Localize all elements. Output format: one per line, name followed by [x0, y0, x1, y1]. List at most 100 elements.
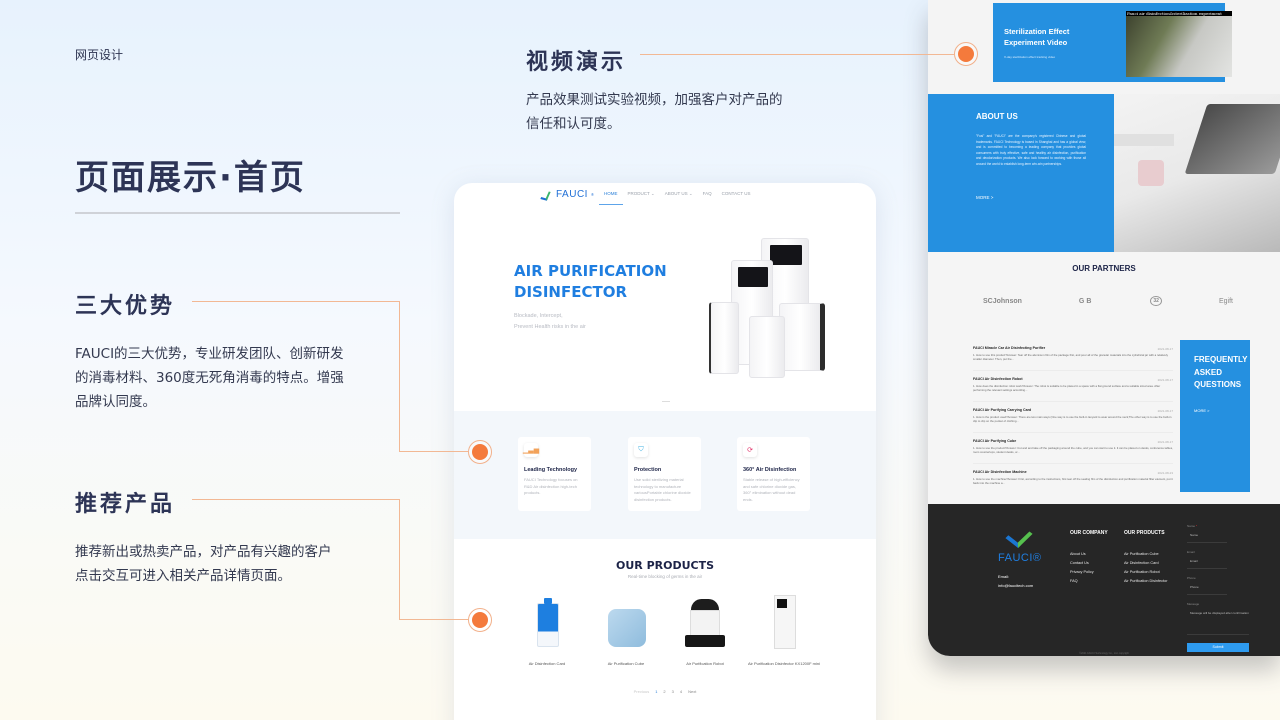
- footer-email: Email: info@faucitech.com: [998, 572, 1033, 590]
- video-title-line: Experiment Video: [1004, 38, 1068, 47]
- message-textarea[interactable]: Message will be displayed after confirma…: [1187, 611, 1249, 635]
- site-logo[interactable]: FAUCI®: [542, 189, 594, 200]
- hero-sub-line: Blockade, Intercept,: [514, 313, 563, 319]
- product-card[interactable]: Air Purification Cube: [586, 595, 666, 667]
- video-section-title: 视频演示: [526, 50, 627, 75]
- refresh-icon: ⟳: [743, 443, 757, 457]
- connector-line: [399, 499, 400, 620]
- partner-logo: GB: [1078, 297, 1094, 305]
- feature-card[interactable]: ⟳ 360° Air Disinfection Stable release o…: [737, 437, 810, 511]
- name-input[interactable]: Name: [1187, 533, 1227, 543]
- hero-title-line: DISINFECTOR: [514, 283, 628, 301]
- feature-card[interactable]: ⛉ Protection Use solid sterilizing mater…: [628, 437, 701, 511]
- pager-page[interactable]: 1: [655, 689, 658, 694]
- connector-line: [399, 619, 468, 620]
- products-title: OUR PRODUCTS: [615, 559, 715, 572]
- faq-box[interactable]: FREQUENTLY ASKED QUESTIONS MORE >: [1180, 340, 1250, 492]
- faq-answer: 1. How to use this product?Answer: Tear …: [973, 353, 1168, 362]
- name-label: Name *: [1187, 524, 1249, 528]
- video-caption: Fauci air disinfection&sterilization exp…: [1126, 11, 1232, 16]
- features-section: ▁▃▅ Leading Technology FAUCI Technology …: [454, 411, 876, 539]
- nav-home[interactable]: HOME: [599, 191, 622, 205]
- faq-item[interactable]: FAUCI Air Disinfection Machine 2021-08-2…: [973, 464, 1173, 495]
- email-field-label: Email: [1187, 550, 1195, 554]
- video-section-desc: 产品效果测试实验视频，加强客户对产品的 信任和认可度。: [526, 88, 783, 136]
- about-section: ABOUT US "Fusi" and "FAUCI" are the comp…: [928, 94, 1114, 252]
- advantages-title: 三大优势: [75, 294, 176, 319]
- faq-list: FAUCI Miracle Car Air Disinfecting Purif…: [973, 340, 1173, 495]
- checkmark-logo-icon: [542, 191, 553, 199]
- nav-product[interactable]: PRODUCT ⌄: [627, 191, 655, 196]
- footer-link[interactable]: Air Purification Robot: [1124, 570, 1160, 574]
- product-name: Air Purification Robot: [686, 661, 724, 666]
- name-label-text: Name: [1187, 524, 1196, 528]
- contact-form: Name * Name Email Email Phone Phone Mess…: [1187, 524, 1249, 653]
- footer-logo[interactable]: FAUCI®: [998, 526, 1042, 564]
- footer-link[interactable]: Contact Us: [1070, 561, 1089, 565]
- footer-link[interactable]: FAQ: [1070, 579, 1078, 583]
- partners-title: OUR PARTNERS: [1072, 264, 1136, 273]
- faq-more-link[interactable]: MORE >: [1194, 408, 1210, 413]
- feature-card[interactable]: ▁▃▅ Leading Technology FAUCI Technology …: [518, 437, 591, 511]
- faq-question: FAUCI Air Purifying Cube: [973, 439, 1017, 443]
- nav-faq[interactable]: FAQ: [702, 191, 712, 196]
- product-name: Air Purification Disinfector KX1200F min…: [747, 661, 821, 666]
- email-input[interactable]: Email: [1187, 559, 1227, 569]
- product-image: [604, 595, 648, 651]
- homepage-mockup: FAUCI® HOME PRODUCT ⌄ ABOUT US ⌄ FAQ CON…: [454, 183, 876, 720]
- connector-line: [640, 54, 954, 55]
- feature-title: Protection: [634, 467, 662, 473]
- pager-page[interactable]: 4: [679, 689, 683, 694]
- product-card[interactable]: Air Disinfection Card: [507, 595, 587, 667]
- footer-link[interactable]: Air Disinfection Card: [1124, 561, 1159, 565]
- footer-column-title: OUR COMPANY: [1070, 530, 1108, 536]
- page-title: 页面展示·首页: [75, 158, 306, 198]
- product-card[interactable]: Air Purification Robot: [665, 595, 745, 667]
- carousel-indicator[interactable]: [662, 401, 670, 402]
- submit-button[interactable]: Submit: [1187, 643, 1249, 652]
- product-name: Air Purification Cube: [607, 661, 645, 666]
- footer-link[interactable]: About Us: [1070, 552, 1086, 556]
- checkmark-logo-icon: [1008, 526, 1032, 548]
- nav-about-us[interactable]: ABOUT US ⌄: [664, 191, 693, 196]
- faq-box-title-line: FREQUENTLY: [1194, 355, 1248, 364]
- products-section-title: 推荐产品: [75, 492, 176, 517]
- video-player[interactable]: Fauci air disinfection&sterilization exp…: [1126, 11, 1232, 77]
- video-desc-line: 信任和认可度。: [526, 116, 621, 132]
- pager-page[interactable]: 3: [671, 689, 674, 694]
- products-subtitle: Real-time blocking of germs in the air: [627, 574, 703, 579]
- faq-answer: 1. How does the disinfection robot work?…: [973, 384, 1161, 393]
- faq-item[interactable]: FAUCI Air Purifying Cube 2021-08-17 1. H…: [973, 433, 1173, 464]
- products-desc-line: 推荐新出或热卖产品，对产品有兴趣的客户: [75, 544, 332, 560]
- video-title-line: Sterilization Effect: [1004, 27, 1070, 36]
- video-card[interactable]: Sterilization Effect Experiment Video X-…: [993, 3, 1232, 82]
- product-card[interactable]: Air Purification Disinfector KX1200F min…: [744, 595, 824, 667]
- nav-contact-us[interactable]: CONTACT US: [721, 191, 751, 196]
- chart-icon: ▁▃▅: [523, 443, 539, 457]
- footer-link[interactable]: Air Purification Cube: [1124, 552, 1159, 556]
- faq-answer: 1. How is the product used?Answer: There…: [973, 415, 1172, 424]
- faq-box-title-line: QUESTIONS: [1194, 380, 1242, 389]
- products-marker-dot: [468, 608, 492, 632]
- footer-column-title: OUR PRODUCTS: [1124, 530, 1165, 536]
- faq-question: FAUCI Air Disinfection Machine: [973, 470, 1027, 474]
- faq-item[interactable]: FAUCI Miracle Car Air Disinfecting Purif…: [973, 340, 1173, 371]
- phone-input[interactable]: Phone: [1187, 585, 1227, 595]
- footer-link[interactable]: Privacy Policy: [1070, 570, 1094, 574]
- advantages-desc-line: FAUCI的三大优势，专业研发团队、创新研发: [75, 346, 344, 362]
- pager-next[interactable]: Next: [688, 689, 697, 694]
- hero-product-image: [709, 238, 829, 378]
- about-more-link[interactable]: MORE >: [976, 195, 994, 200]
- email-link[interactable]: info@faucitech.com: [998, 583, 1034, 588]
- faq-question: FAUCI Air Purifying Carrying Card: [973, 408, 1032, 412]
- nav-menu: HOME PRODUCT ⌄ ABOUT US ⌄ FAQ CONTACT US: [599, 191, 751, 205]
- faq-item[interactable]: FAUCI Air Disinfection Robot 2021-08-17 …: [973, 371, 1173, 402]
- hero-title: AIR PURIFICATION DISINFECTOR: [514, 261, 667, 303]
- pager-page[interactable]: 2: [663, 689, 666, 694]
- pager-previous[interactable]: Previous: [633, 689, 650, 694]
- faq-item[interactable]: FAUCI Air Purifying Carrying Card 2021-0…: [973, 402, 1173, 433]
- breadcrumb: 网页设计: [75, 48, 124, 62]
- advantages-desc-line: 品牌认同度。: [75, 394, 156, 410]
- footer-link[interactable]: Air Purification Disinfector: [1124, 579, 1168, 583]
- footer-logo-text: FAUCI®: [998, 552, 1042, 564]
